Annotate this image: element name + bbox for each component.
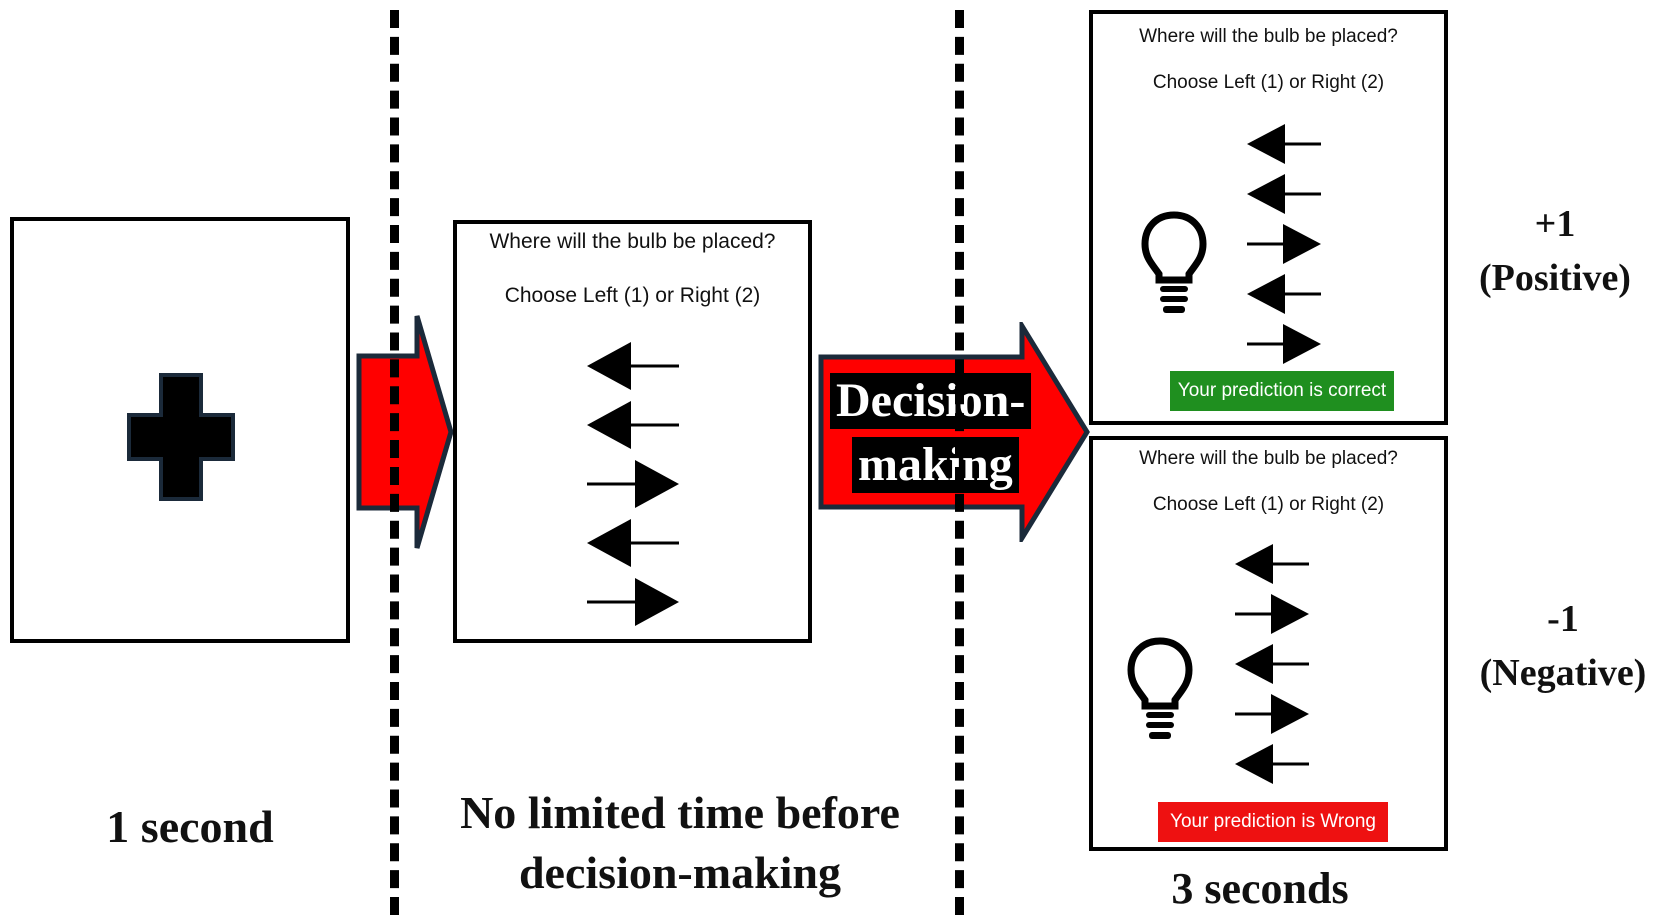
panel-instruction: Choose Left (1) or Right (2) (1152, 72, 1385, 93)
panel-question: Where will the bulb be placed? (1139, 26, 1398, 47)
panel-question: Where will the bulb be placed? (1139, 448, 1398, 469)
flanker-arrow-right-icon (1247, 224, 1321, 264)
flanker-arrow-right-icon (587, 460, 679, 508)
feedback-wrong-panel: Where will the bulb be placed? Choose Le… (1089, 436, 1448, 851)
stage2-caption-line2: decision-making (518, 847, 842, 898)
fixation-cross-icon (127, 373, 235, 501)
flanker-arrow-left-icon (587, 342, 679, 390)
score-positive: +1 (1534, 203, 1576, 245)
panel-instruction: Choose Left (1) or Right (2) (504, 284, 761, 307)
flanker-arrow-left-icon (587, 401, 679, 449)
fixation-panel (10, 217, 350, 643)
arrow-stimulus (1247, 124, 1321, 364)
flanker-arrow-left-icon (1235, 744, 1309, 784)
transition-arrow-1 (356, 315, 454, 549)
flanker-arrow-left-icon (1235, 544, 1309, 584)
panel-question: Where will the bulb be placed? (489, 230, 776, 253)
flanker-arrow-left-icon (1247, 174, 1321, 214)
flanker-arrow-left-icon (1235, 644, 1309, 684)
stage3-caption: 3 seconds (1171, 864, 1349, 913)
divider-line-1 (390, 10, 399, 915)
feedback-correct-panel: Where will the bulb be placed? Choose Le… (1089, 10, 1448, 425)
stage2-caption-line1: No limited time before (460, 787, 900, 838)
decision-making-label-line1: Decision- (830, 373, 1032, 429)
score-positive-label: (Positive) (1479, 257, 1631, 299)
flanker-arrow-right-icon (1235, 694, 1309, 734)
flanker-arrow-left-icon (1247, 274, 1321, 314)
feedback-correct-badge: Your prediction is correct (1170, 371, 1394, 411)
flanker-arrow-right-icon (1247, 324, 1321, 364)
lightbulb-icon (1127, 637, 1193, 739)
score-negative: -1 (1547, 598, 1579, 640)
decision-making-label-line2: making (852, 437, 1019, 493)
flanker-arrow-left-icon (1247, 124, 1321, 164)
feedback-wrong-badge: Your prediction is Wrong (1158, 802, 1388, 842)
arrow-stimulus (587, 342, 679, 626)
decision-panel: Where will the bulb be placed? Choose Le… (453, 220, 812, 643)
score-negative-label: (Negative) (1479, 652, 1647, 694)
stage1-caption: 1 second (106, 801, 274, 852)
flanker-arrow-right-icon (1235, 594, 1309, 634)
arrow-stimulus (1235, 544, 1309, 784)
lightbulb-icon (1141, 211, 1207, 313)
flanker-arrow-right-icon (587, 578, 679, 626)
panel-instruction: Choose Left (1) or Right (2) (1152, 494, 1385, 515)
flanker-arrow-left-icon (587, 519, 679, 567)
divider-line-2 (955, 10, 964, 915)
